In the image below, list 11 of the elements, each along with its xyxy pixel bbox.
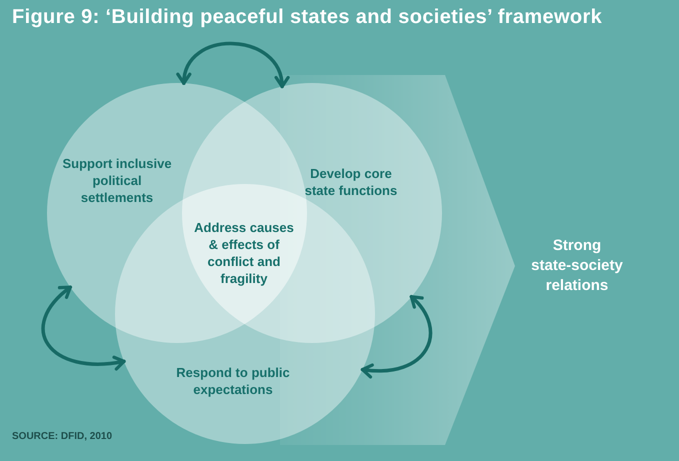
chevron-arrow [280,75,515,445]
outcome-label: Strong state-society relations [527,236,627,296]
circle-label: Develop core state functions [304,165,398,199]
double-headed-arrow [360,294,432,378]
double-headed-arrow [41,285,126,370]
circle-label: Respond to public expectations [175,364,291,398]
double-headed-arrow [178,42,288,88]
figure-title: Figure 9: ‘Building peaceful states and societies’ framework [12,5,602,30]
source-note: SOURCE: DFID, 2010 [12,431,112,443]
circle-label: Support inclusive political settlements [61,155,173,206]
overlap-label: Address causes & effects of conflict and fragility [193,219,295,287]
